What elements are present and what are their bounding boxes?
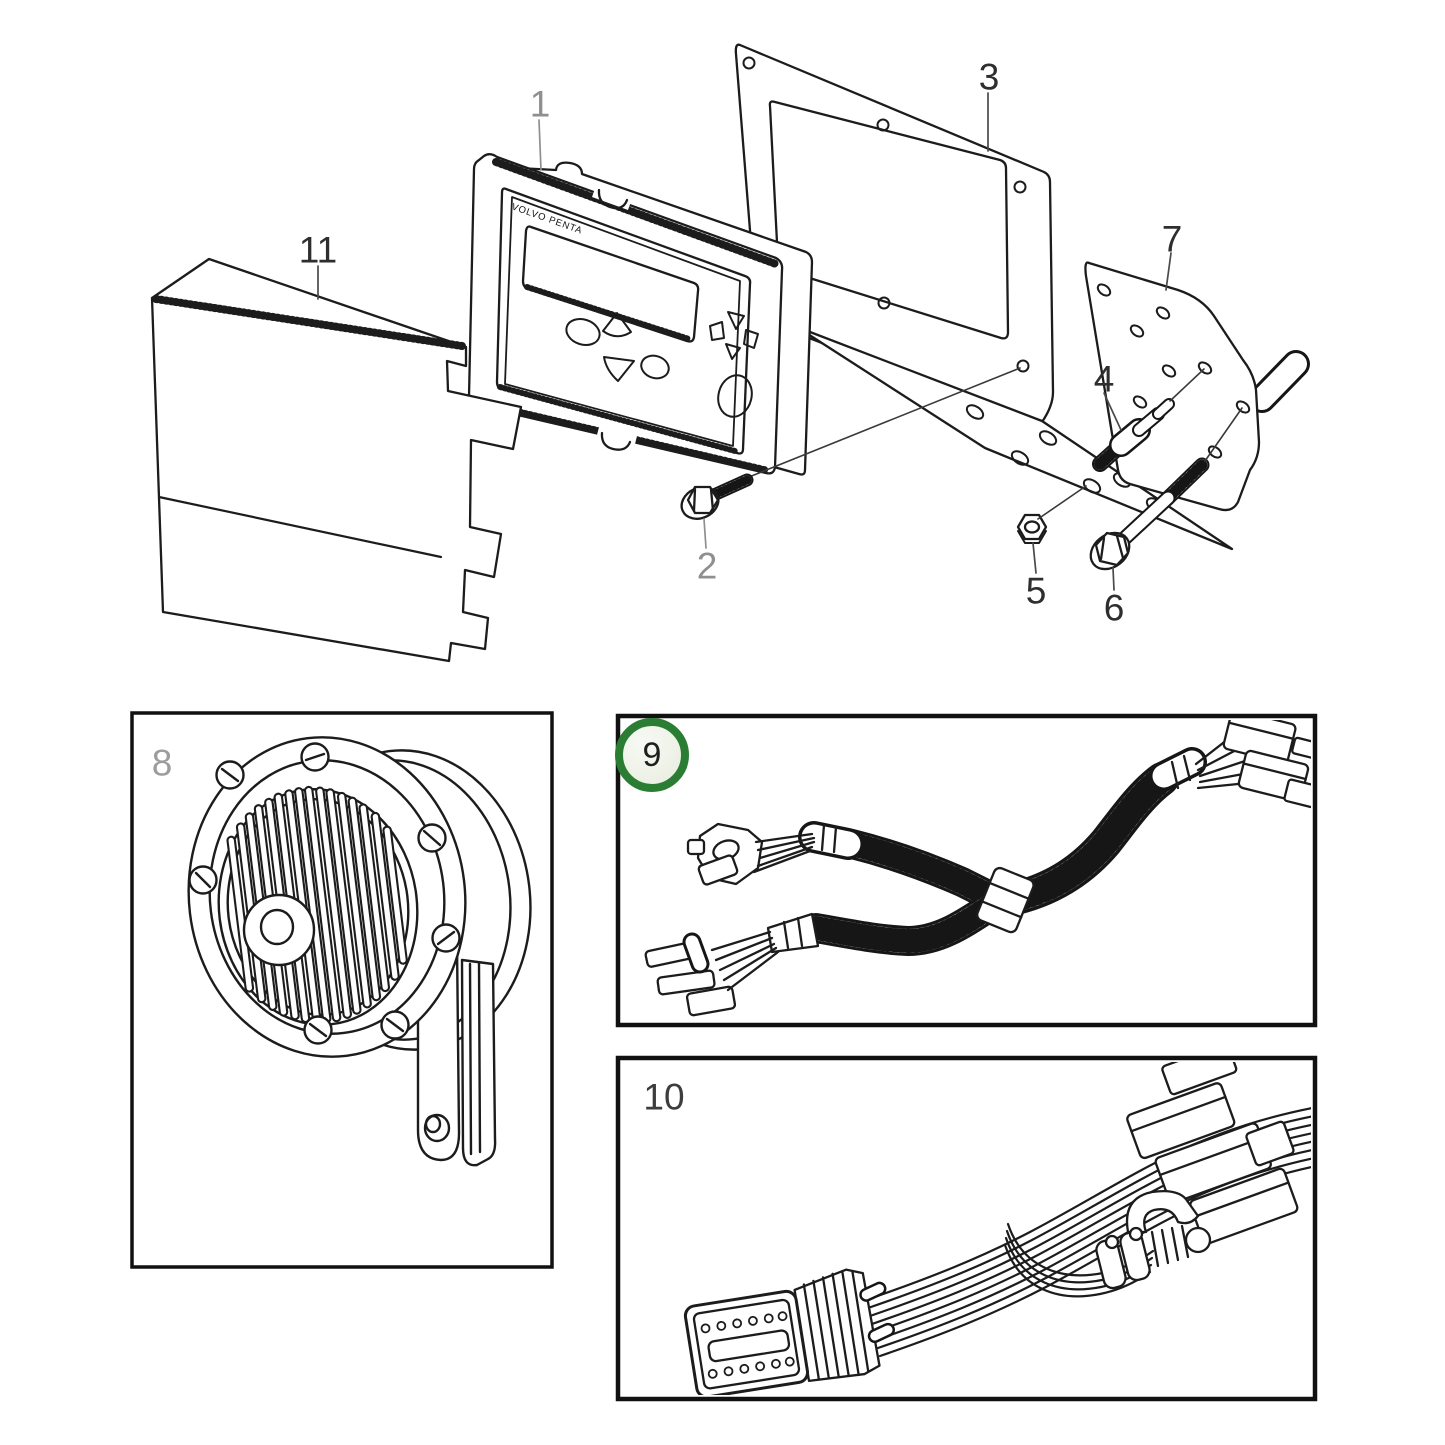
callout-5: 5: [1025, 570, 1047, 612]
callout-7: 7: [1161, 218, 1183, 260]
panel-box-10: [615, 1055, 1318, 1402]
harness10-spade-connectors: [1126, 1062, 1299, 1245]
harness10-main-connector: [683, 1268, 895, 1395]
horn-screws: [188, 742, 461, 1045]
harness9-trunk: [999, 762, 1179, 915]
harness9-branch-lower: [801, 893, 1003, 956]
callout-2: 2: [696, 545, 718, 587]
leader-lines: [317, 92, 1172, 591]
horn-illustration: [187, 736, 532, 1167]
harness9-branch-upper: [837, 829, 1007, 912]
exploded-view: VOLVO PENTA: [150, 43, 1310, 663]
callout-4: 4: [1093, 358, 1115, 400]
callout-10: 10: [643, 1076, 685, 1118]
screw-part2: [680, 367, 1021, 520]
panel-boxes: [130, 711, 1318, 1402]
wiring-harness-connector-illustration: [683, 1062, 1311, 1395]
callout-1: 1: [529, 83, 551, 125]
assembly-lines: [1037, 368, 1243, 520]
callout-3: 3: [978, 56, 1000, 98]
callout-11: 11: [298, 229, 338, 271]
callout-8: 8: [151, 742, 173, 784]
control-panel-part1: VOLVO PENTA: [467, 153, 814, 476]
harness9-connector-upper-left: [686, 822, 816, 886]
harness9-connector-lower-left: [644, 930, 780, 1017]
harness10-clamp-assembly: [1095, 1189, 1212, 1290]
callout-9: 9: [642, 736, 662, 774]
part-9-highlight-badge: 9: [615, 718, 689, 792]
harness9-junction-clamp: [976, 866, 1035, 934]
panel-buttons: [565, 311, 759, 418]
bolt-part6: [1089, 457, 1210, 571]
harness9-boots: [766, 747, 1207, 954]
nut-part5: [1016, 513, 1048, 544]
cover-part11: [150, 257, 523, 663]
stud-part4: [1092, 398, 1175, 472]
callout-6: 6: [1103, 587, 1125, 629]
wiring-harness-y-illustration: [644, 720, 1311, 1017]
bracket-pin: [1248, 350, 1310, 413]
panel-box-8: [130, 711, 554, 1269]
harness9-connector-right: [1194, 720, 1311, 809]
panel-box-9: [615, 713, 1318, 1028]
